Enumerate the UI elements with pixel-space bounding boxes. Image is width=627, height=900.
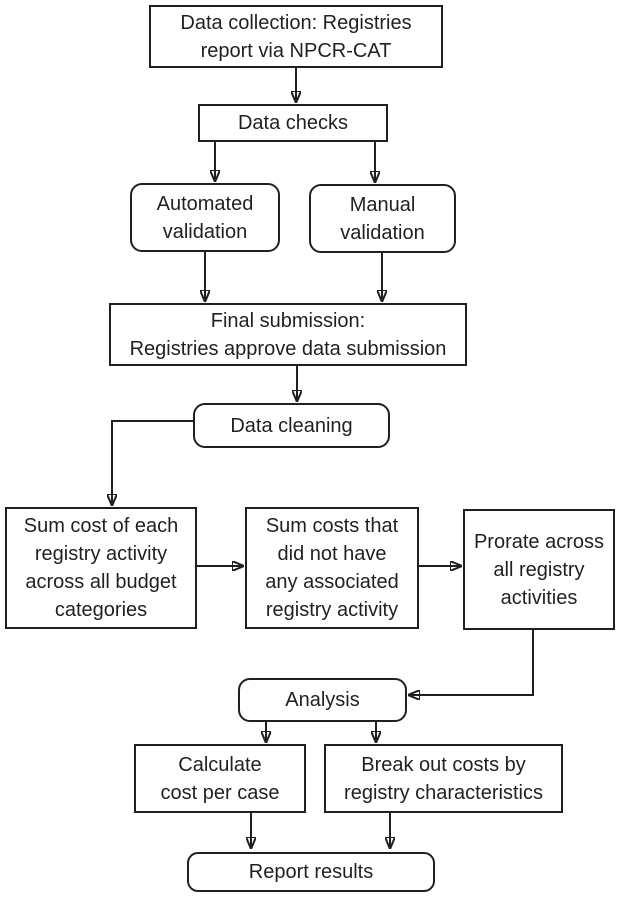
node-final-submission-label: Final submission: Registries approve dat… <box>129 309 447 360</box>
node-break-out-costs-label: Break out costs by registry characterist… <box>344 753 543 804</box>
arrow-prorate-to-analysis <box>409 630 534 695</box>
node-report-results: Report results <box>187 852 435 892</box>
node-analysis-label: Analysis <box>285 689 360 711</box>
node-prorate-label: Prorate across all registry activities <box>473 530 605 609</box>
node-data-cleaning-label: Data cleaning <box>230 414 353 437</box>
node-calculate-cost-per-case-label: Calculate cost per case <box>160 753 280 804</box>
node-manual-validation: Manual validation <box>309 184 456 253</box>
node-automated-validation-label: Automated validation <box>156 192 254 243</box>
node-sum-cost-each-label: Sum cost of each registry activity acros… <box>23 515 179 621</box>
node-automated-validation: Automated validation <box>130 183 280 252</box>
node-final-submission: Final submission: Registries approve dat… <box>109 303 467 366</box>
node-data-collection-label: Data collection: Registries report via N… <box>180 11 412 62</box>
node-data-cleaning: Data cleaning <box>193 403 390 448</box>
node-sum-cost-each: Sum cost of each registry activity acros… <box>5 507 197 629</box>
node-analysis: Analysis <box>238 678 407 722</box>
node-sum-costs-unassociated-label: Sum costs that did not have any associat… <box>265 515 399 621</box>
node-data-collection: Data collection: Registries report via N… <box>149 5 443 68</box>
node-sum-costs-unassociated: Sum costs that did not have any associat… <box>245 507 419 629</box>
node-report-results-label: Report results <box>248 861 374 883</box>
node-data-checks-label: Data checks <box>237 112 349 134</box>
node-prorate: Prorate across all registry activities <box>463 509 615 630</box>
node-calculate-cost-per-case: Calculate cost per case <box>134 744 306 813</box>
arrow-cleaning-to-sum-each <box>112 420 193 505</box>
node-manual-validation-label: Manual validation <box>340 193 425 244</box>
node-break-out-costs: Break out costs by registry characterist… <box>324 744 563 813</box>
node-data-checks: Data checks <box>198 104 388 142</box>
